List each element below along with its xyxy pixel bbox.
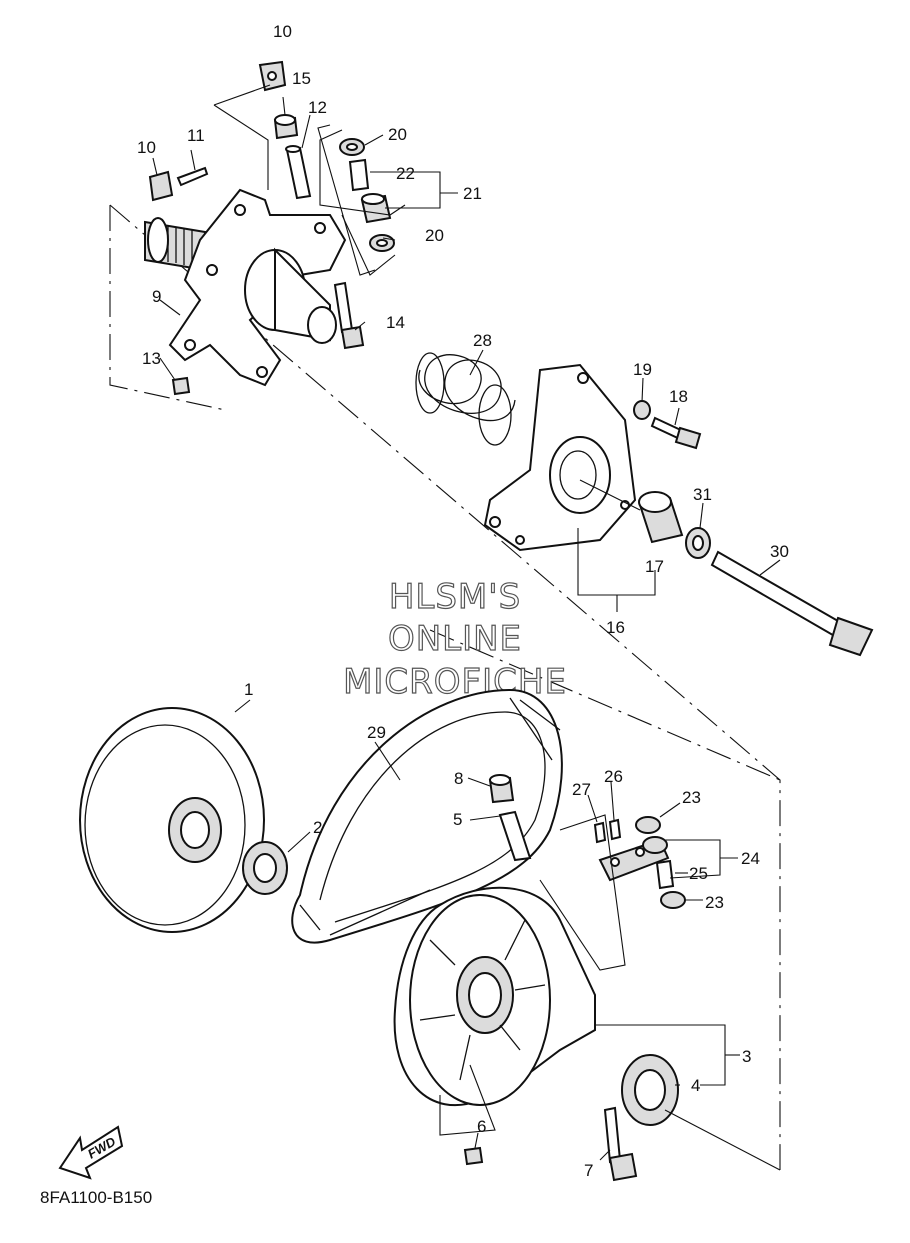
callout-25: 25 [689,864,708,883]
callout-20a: 20 [388,125,407,144]
bushing-25 [655,859,675,890]
callout-23b: 23 [705,893,724,912]
bearing-2 [242,841,288,895]
callout-17: 17 [645,557,664,576]
weight-10-top [258,60,287,92]
collar-5 [498,810,532,862]
callout-6: 6 [477,1117,486,1136]
plug-6 [463,1146,484,1166]
bolt-18 [650,416,702,450]
washer-20-bottom [369,234,395,252]
weight-10-left [148,170,174,202]
callout-12: 12 [308,98,327,117]
washer-23-mid [642,836,668,854]
washer-31 [685,527,711,559]
washer-23-top [635,816,661,834]
spring-28 [415,352,516,446]
bolt-14 [333,281,365,350]
callout-2: 2 [313,818,322,837]
watermark-line2: ONLINE [388,619,522,659]
callout-16: 16 [606,618,625,637]
callout-10a: 10 [273,22,292,41]
callout-4: 4 [691,1076,700,1095]
callout-numbers: 10 15 12 11 10 20 22 21 20 9 14 13 28 19… [137,22,789,1180]
bolt-7 [603,1106,638,1182]
callout-31: 31 [693,485,712,504]
bushing-22 [348,158,370,192]
callout-19: 19 [633,360,652,379]
bolt-30 [710,550,874,657]
callout-30: 30 [770,542,789,561]
callout-11: 11 [187,126,205,145]
washer-19 [633,400,651,420]
callout-27: 27 [572,780,591,799]
callout-28: 28 [473,331,492,350]
collar-8 [488,774,515,804]
callout-14: 14 [386,313,405,332]
callout-1: 1 [244,680,253,699]
callout-23a: 23 [682,788,701,807]
bearing-4 [621,1054,679,1126]
spring-seat-16 [483,363,637,552]
callout-20b: 20 [425,226,444,245]
callout-8: 8 [454,769,463,788]
fixed-sheave-1 [79,707,265,933]
bushing-21 [360,193,392,224]
callout-22: 22 [396,164,415,183]
fwd-arrow-icon: FWD [58,1125,124,1180]
leader-lines [152,84,781,1171]
callout-9: 9 [152,287,161,306]
collar-12 [285,145,312,200]
callout-3: 3 [742,1047,751,1066]
callout-15: 15 [292,69,311,88]
callout-24: 24 [741,849,760,868]
washer-20-top [339,138,365,156]
callout-21: 21 [463,184,482,203]
watermark-line1: HLSM'S [389,577,521,617]
bushing-17 [638,491,684,544]
callout-10b: 10 [137,138,156,157]
washer-23-bottom [660,891,686,909]
plug-13 [171,376,191,396]
pin-11 [176,166,209,187]
callout-18: 18 [669,387,688,406]
drive-belt-29 [291,688,563,944]
assembly-centerlines [109,204,781,1170]
callout-5: 5 [453,810,462,829]
callout-7: 7 [584,1161,593,1180]
moving-sheave-3 [393,886,596,1106]
callout-26: 26 [604,767,623,786]
watermark: HLSM'S ONLINE MICROFICHE [342,576,566,702]
callout-29: 29 [367,723,386,742]
callout-13: 13 [142,349,161,368]
nut-15 [273,114,299,140]
sliding-sheave-9 [144,188,347,387]
diagram-code: 8FA1100-B150 [40,1188,153,1207]
